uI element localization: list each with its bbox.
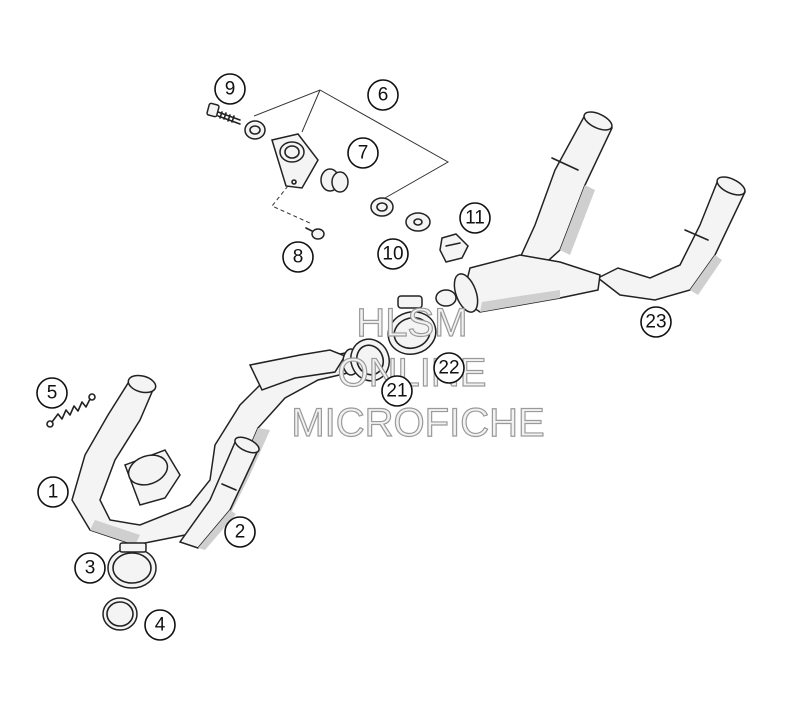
part-23-rear-pipe[interactable]: [450, 108, 748, 315]
callout-2-label: 2: [235, 522, 246, 543]
watermark: HLSM ONLINE MICROFICHE: [291, 300, 546, 445]
part-4-ring[interactable]: [102, 597, 138, 631]
callout-22-label: 22: [438, 358, 459, 379]
leader-lines: [253, 89, 450, 225]
watermark-line1: HLSM: [356, 301, 467, 345]
callout-10-label: 10: [382, 244, 403, 265]
part-9-bolt[interactable]: [206, 102, 266, 140]
callout-3: 3: [74, 552, 106, 584]
part-22-clamp[interactable]: [383, 289, 457, 359]
callout-1: 1: [37, 476, 69, 508]
watermark-line3: MICROFICHE: [291, 401, 544, 445]
part-6-flange[interactable]: [271, 133, 319, 189]
callout-22: 22: [433, 352, 465, 384]
callout-3-label: 3: [85, 558, 96, 579]
callout-8-label: 8: [293, 247, 304, 268]
part-2-connecting-pipe[interactable]: [178, 434, 261, 550]
callout-8: 8: [282, 241, 314, 273]
callout-23-label: 23: [645, 312, 666, 333]
callout-5-label: 5: [47, 383, 58, 404]
callout-1-label: 1: [48, 482, 59, 503]
callout-10: 10: [377, 238, 409, 270]
part-3-hose-clamp[interactable]: [107, 542, 157, 589]
part-7-nut[interactable]: [320, 168, 394, 217]
callout-6-label: 6: [378, 85, 389, 106]
callout-11: 11: [459, 202, 491, 234]
callout-11-label: 11: [465, 208, 485, 229]
callout-5: 5: [36, 377, 68, 409]
callout-9-label: 9: [225, 79, 236, 100]
part-21-sleeve[interactable]: [345, 334, 395, 386]
callout-4-label: 4: [155, 615, 166, 636]
part-10-washer[interactable]: [405, 212, 431, 232]
callout-4: 4: [144, 609, 176, 641]
callout-21: 21: [381, 375, 413, 407]
callout-6: 6: [367, 79, 399, 111]
part-5-spring[interactable]: [46, 393, 96, 428]
callout-23: 23: [640, 306, 672, 338]
callout-9: 9: [214, 73, 246, 105]
callout-7-label: 7: [358, 143, 369, 164]
callout-7: 7: [347, 137, 379, 169]
callout-2: 2: [224, 516, 256, 548]
callout-21-label: 21: [386, 381, 407, 402]
part-8-screw[interactable]: [305, 227, 325, 240]
part-11-bracket[interactable]: [439, 233, 469, 263]
